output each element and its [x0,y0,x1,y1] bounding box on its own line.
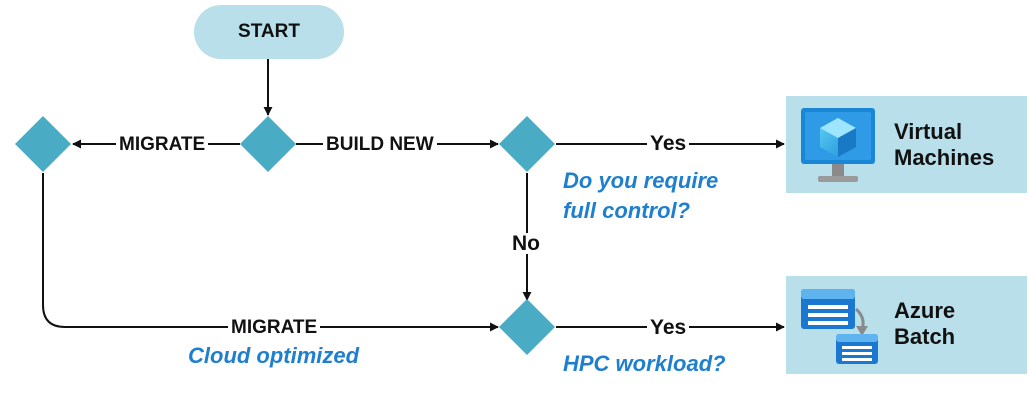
edge-label-build-new: BUILD NEW [323,135,437,154]
question-full-control-line2: full control? [563,198,691,223]
azure-batch-label-line1: Azure [894,298,956,323]
connector-migrate-bottom [42,173,499,332]
edge-label-migrate-bottom: MIGRATE [228,318,321,337]
edge-label-yes-top: Yes [647,133,690,154]
azure-batch-icon [801,289,878,364]
decision-full-control [499,116,555,172]
azure-batch-label: Azure Batch [894,298,955,351]
start-label: START [238,21,300,42]
virtual-machines-label-line2: Machines [894,145,995,171]
virtual-machines-label-line1: Virtual [894,119,963,144]
virtual-machine-icon [801,108,875,182]
edge-label-migrate-top: MIGRATE [116,135,209,154]
decision-hpc [499,299,555,355]
question-hpc-workload: HPC workload? [563,351,726,376]
edge-label-yes-bottom: Yes [647,317,690,338]
decision-main [240,116,296,172]
virtual-machines-label: Virtual Machines [894,119,994,172]
start-node [194,5,344,59]
decision-left [15,116,71,172]
edge-label-no: No [509,233,543,254]
azure-batch-label-line2: Batch [894,324,956,350]
question-full-control-line1: Do you require [563,168,719,193]
question-cloud-optimized: Cloud optimized [188,343,360,368]
